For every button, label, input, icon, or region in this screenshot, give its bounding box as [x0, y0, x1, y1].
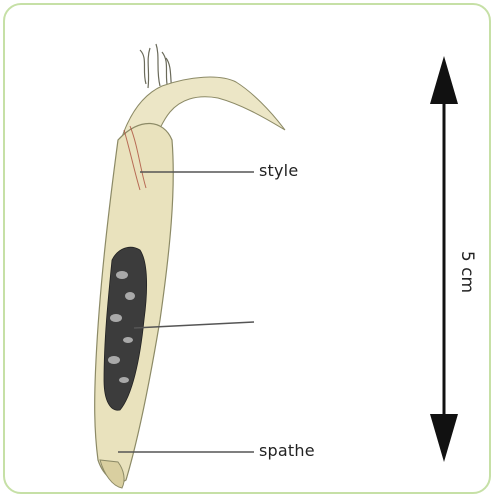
scale-label: 5 cm — [457, 251, 477, 293]
label-spathe: spathe — [259, 443, 315, 459]
scale-arrow — [430, 56, 458, 462]
label-style: style — [259, 163, 298, 179]
